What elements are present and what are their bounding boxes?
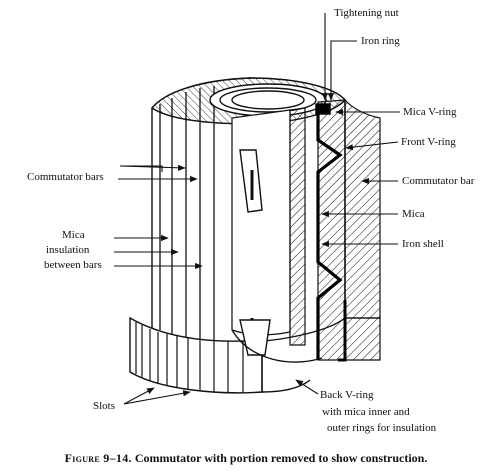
label-mica-v-ring: Mica V-ring (403, 106, 457, 118)
label-mica: Mica (402, 208, 425, 220)
figure-caption-text: Commutator with portion removed to show … (134, 451, 428, 465)
label-back-v-ring-line2: with mica inner and (322, 406, 410, 418)
label-mica-insulation-line1: Mica (62, 229, 85, 241)
leader-lines (114, 13, 400, 405)
commutator-bar-lines (159, 86, 215, 340)
mica-v-profile (316, 104, 343, 360)
hatched-section-inner (289, 107, 306, 346)
label-commutator-bar-right: Commutator bar (402, 175, 475, 187)
figure-caption: Figure 9–14. Commutator with portion rem… (0, 451, 492, 466)
label-front-v-ring: Front V-ring (401, 136, 456, 148)
label-iron-ring: Iron ring (361, 35, 400, 47)
figure-number: Figure 9–14. (64, 451, 132, 465)
base-slots (135, 322, 244, 392)
label-slots: Slots (93, 400, 116, 412)
label-mica-insulation-line3: between bars (44, 259, 102, 271)
commutator-body (129, 77, 381, 394)
back-v-ring (231, 329, 323, 363)
label-mica-insulation-line2: insulation (46, 244, 90, 256)
right-outer-block (344, 98, 381, 319)
label-back-v-ring-line1: Back V-ring (320, 389, 374, 401)
tightening-nut-block (315, 103, 331, 115)
label-tightening-nut: Tightening nut (334, 7, 399, 19)
label-back-v-ring-line3: outer rings for insulation (327, 422, 437, 434)
inner-bore (231, 109, 291, 336)
label-iron-shell: Iron shell (402, 238, 444, 250)
label-commutator-bars-left: Commutator bars (27, 171, 104, 183)
